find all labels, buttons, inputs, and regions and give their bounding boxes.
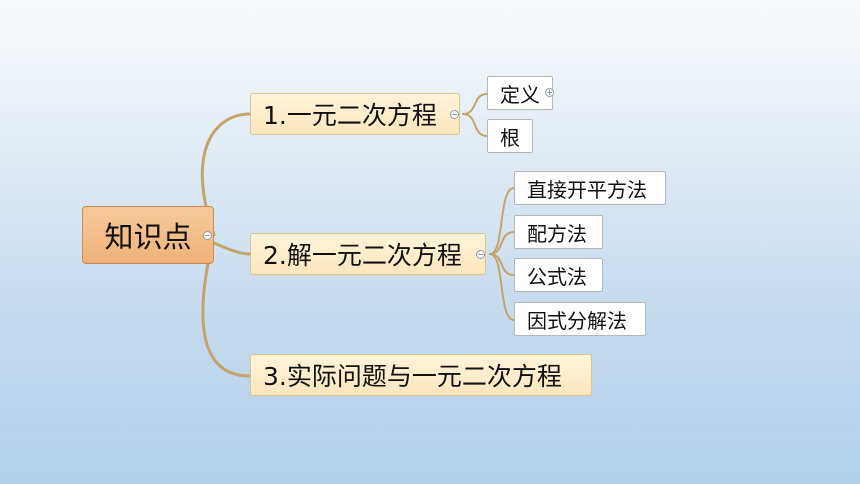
branch-node-2[interactable]: 2.解一元二次方程 <box>250 233 486 275</box>
branch-label-3: 3.实际问题与一元二次方程 <box>263 362 562 391</box>
minus-toggle-icon[interactable]: − <box>476 250 485 259</box>
connector-b2-leaf-3 <box>489 253 515 276</box>
branch-label-1: 1.一元二次方程 <box>263 101 437 130</box>
root-label: 知识点 <box>104 220 192 254</box>
connector-b1-leaf-1 <box>462 93 488 115</box>
leaf-label: 配方法 <box>527 221 587 246</box>
leaf-label: 定义 <box>500 82 540 107</box>
connector-b2-leaf-1 <box>489 187 515 255</box>
plus-toggle-icon[interactable]: + <box>545 88 554 97</box>
minus-toggle-icon[interactable]: − <box>450 110 459 119</box>
leaf-label: 直接开平方法 <box>527 177 647 202</box>
connector-root-branch-2 <box>212 241 252 256</box>
leaf-node-factoring[interactable]: 因式分解法 <box>514 302 646 336</box>
connector-b2-leaf-2 <box>489 231 515 255</box>
branch-label-2: 2.解一元二次方程 <box>263 241 462 270</box>
root-node[interactable]: 知识点 <box>82 206 214 264</box>
minus-toggle-icon[interactable]: − <box>203 231 212 240</box>
leaf-node-direct-sqrt[interactable]: 直接开平方法 <box>514 171 666 205</box>
leaf-node-definition[interactable]: 定义 <box>487 76 553 110</box>
connector-b2-leaf-4 <box>489 253 515 321</box>
leaf-label: 根 <box>500 125 520 150</box>
branch-node-3[interactable]: 3.实际问题与一元二次方程 <box>250 354 592 396</box>
connector-b1-leaf-2 <box>462 113 488 137</box>
leaf-node-root[interactable]: 根 <box>487 119 533 153</box>
leaf-label: 因式分解法 <box>527 308 627 333</box>
connector-root-branch-3 <box>201 251 252 378</box>
leaf-node-formula[interactable]: 公式法 <box>514 258 603 292</box>
branch-node-1[interactable]: 1.一元二次方程 <box>250 93 460 135</box>
leaf-node-completing-square[interactable]: 配方法 <box>514 215 603 249</box>
leaf-label: 公式法 <box>527 264 587 289</box>
